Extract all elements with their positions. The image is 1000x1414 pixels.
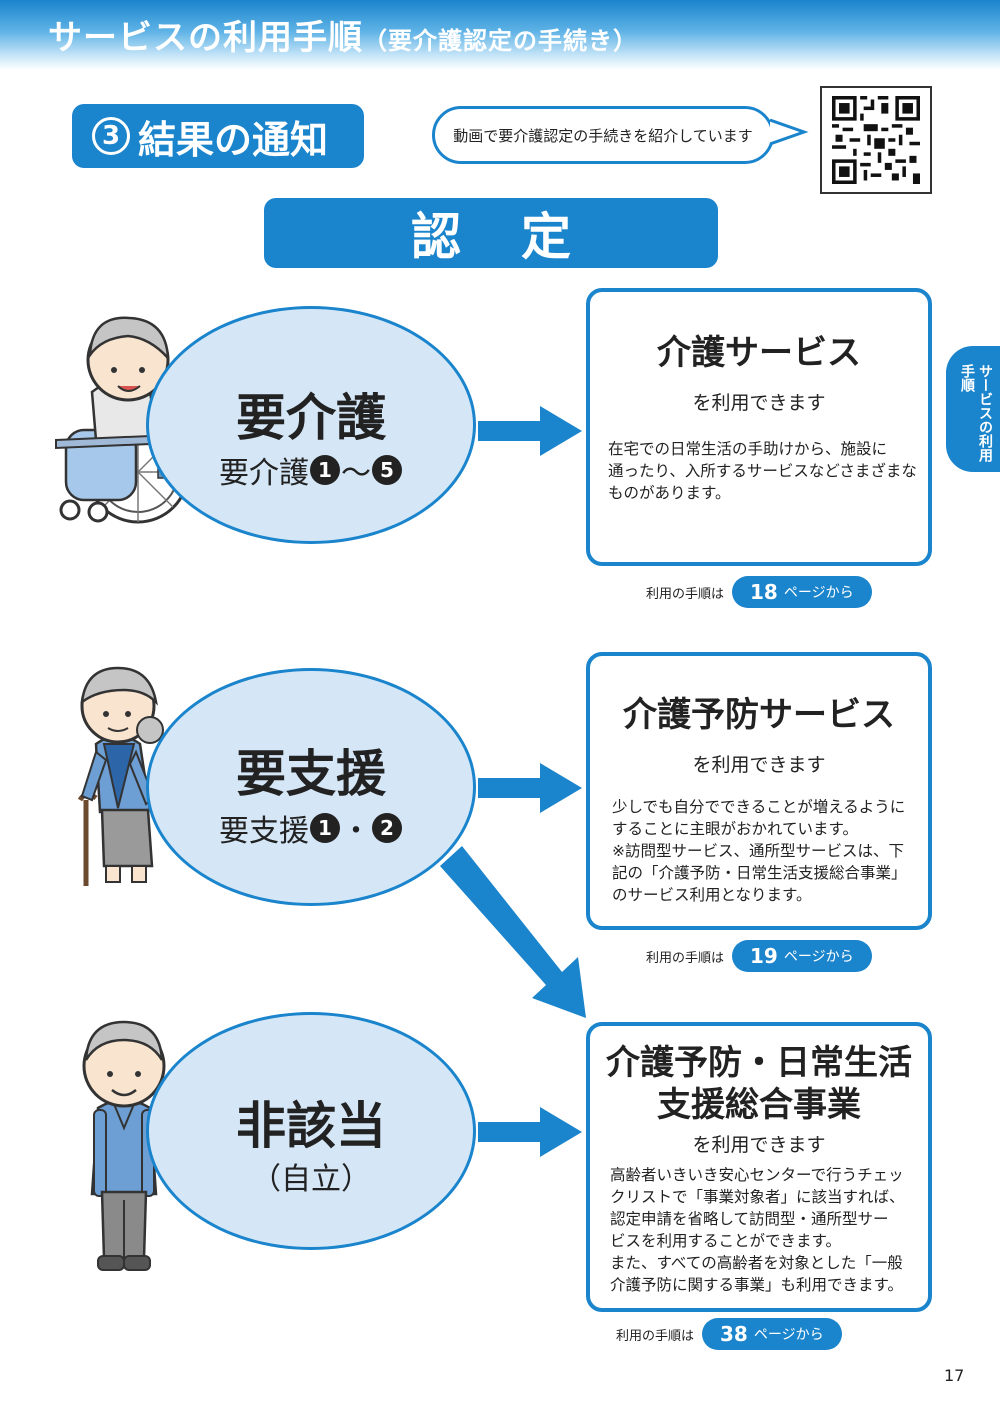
level-youshien-ellipse [146, 668, 476, 906]
video-note-bubble: 動画で要介護認定の手続きを紹介しています [432, 106, 774, 164]
desc-line: することに主眼がおかれています。 [612, 820, 858, 838]
level-youkaigo-title: 要介護 [236, 389, 386, 447]
arrow-youkaigo [478, 406, 582, 456]
arrow-higaitou [478, 1107, 582, 1157]
level-youkaigo-sep: ～ [341, 456, 371, 491]
nintei-banner: 認定 [264, 198, 718, 268]
level-youkaigo-sub: 要介護 1 ～ 5 [146, 450, 476, 491]
level-youkaigo-sub-prefix: 要介護 [219, 456, 309, 491]
page-link-19[interactable]: 19 ページから [732, 940, 872, 972]
bubble-tail [770, 118, 809, 146]
arrow-youshien [478, 763, 582, 813]
illustrations [55, 316, 190, 1271]
service-sougou-title-2: 支援総合事業 [657, 1085, 861, 1125]
level-youshien-sep: ・ [341, 814, 371, 849]
service-box-yobou: 介護予防サービス を利用できます 少しでも自分でできることが増えるように するこ… [586, 652, 932, 930]
level-higaitou-sub: （自立） [251, 1162, 371, 1197]
level-youshien-last-badge: 2 [372, 813, 402, 843]
level-higaitou-ellipse [146, 1012, 476, 1250]
level-youkaigo-ellipse [146, 306, 476, 544]
desc-line: 介護予防に関する事業」も利用できます。 [610, 1276, 903, 1294]
page-link-number: 19 [750, 944, 778, 968]
procedure-label: 利用の手順は [646, 950, 725, 966]
service-sougou-can: を利用できます [692, 1134, 826, 1156]
desc-line: ものがあります。 [608, 484, 731, 502]
side-index-tab[interactable]: サービスの利用手順 [946, 346, 1000, 472]
header-title: サービスの利用手順 [48, 18, 363, 58]
level-youkaigo-last-badge: 5 [372, 455, 402, 485]
step-number: 3 [92, 117, 130, 155]
video-note-text: 動画で要介護認定の手続きを紹介しています [453, 126, 753, 145]
level-youshien-sub-prefix: 要支援 [219, 814, 309, 849]
page-link-suffix: ページから [783, 949, 854, 965]
service-box-sougou: 介護予防・日常生活 支援総合事業 を利用できます 高齢者いきいき安心センターで行… [586, 1022, 932, 1312]
step-label: 結果の通知 [138, 117, 329, 162]
cane-person-icon [77, 666, 164, 886]
qr-code-icon [832, 96, 920, 184]
desc-line: 記の「介護予防・日常生活支援総合事業」 [612, 864, 907, 882]
level-youkaigo-first-badge: 1 [310, 455, 340, 485]
service-yobou-title: 介護予防サービス [623, 695, 895, 735]
desc-line: 認定申請を省略して訪問型・通所型サー [610, 1210, 889, 1228]
side-tab-line1: サービスの [977, 364, 993, 434]
level-higaitou-title: 非該当 [236, 1097, 386, 1155]
service-yobou-can: を利用できます [692, 754, 826, 776]
level-youshien-title: 要支援 [236, 745, 386, 803]
side-tab-line2: 利用手順 [959, 364, 993, 462]
desc-line: また、すべての高齢者を対象とした「一般 [610, 1254, 903, 1272]
step-heading: 3 結果の通知 [72, 104, 364, 168]
level-youshien-sub: 要支援 1 ・ 2 [146, 808, 476, 849]
header-subtitle: （要介護認定の手続き） [363, 27, 638, 55]
level-youshien-first-badge: 1 [310, 813, 340, 843]
page-link-number: 38 [720, 1322, 748, 1346]
nintei-label: 認定 [411, 208, 631, 266]
desc-line: ビスを利用することができます。 [610, 1232, 841, 1250]
desc-line: 少しでも自分でできることが増えるように [612, 798, 906, 816]
qr-code[interactable] [820, 86, 932, 194]
side-tab-label: サービスの利用手順 [954, 364, 994, 464]
service-sougou-desc: 高齢者いきいき安心センターで行うチェッ クリストで「事業対象者」に該当すれば、 … [610, 1164, 905, 1296]
page-link-suffix: ページから [783, 585, 854, 601]
page-link-18[interactable]: 18 ページから [732, 576, 872, 608]
procedure-ref-yobou: 利用の手順は 19 ページから [646, 940, 872, 972]
desc-line: 高齢者いきいき安心センターで行うチェッ [610, 1166, 904, 1184]
page-link-suffix: ページから [753, 1327, 824, 1343]
desc-line: クリストで「事業対象者」に該当すれば、 [610, 1188, 905, 1206]
desc-line: ※訪問型サービス、通所型サービスは、下 [612, 842, 904, 860]
elderly-man-icon [82, 1020, 166, 1271]
desc-line: のサービス利用となります。 [612, 886, 812, 904]
header-band [0, 0, 1000, 70]
page-link-38[interactable]: 38 ページから [702, 1318, 842, 1350]
service-sougou-title-1: 介護予防・日常生活 [606, 1043, 912, 1083]
page-header: サービスの利用手順（要介護認定の手続き） [48, 10, 638, 59]
procedure-label: 利用の手順は [646, 586, 725, 602]
arrow-youshien-to-sougou [440, 846, 586, 1018]
service-kaigo-title: 介護サービス [657, 333, 861, 373]
procedure-ref-kaigo: 利用の手順は 18 ページから [646, 576, 872, 608]
page-link-number: 18 [750, 580, 778, 604]
service-kaigo-can: を利用できます [692, 392, 826, 414]
desc-line: 通ったり、入所するサービスなどさまざまな [608, 462, 917, 480]
desc-line: 在宅での日常生活の手助けから、施設に [608, 440, 888, 458]
procedure-ref-sougou: 利用の手順は 38 ページから [616, 1318, 842, 1350]
service-yobou-desc: 少しでも自分でできることが増えるように することに主眼がおかれています。 ※訪問… [612, 796, 907, 906]
procedure-label: 利用の手順は [616, 1328, 695, 1344]
page-number: 17 [944, 1366, 965, 1385]
service-kaigo-desc: 在宅での日常生活の手助けから、施設に 通ったり、入所するサービスなどさまざまな … [608, 438, 917, 504]
service-box-kaigo: 介護サービス を利用できます 在宅での日常生活の手助けから、施設に 通ったり、入… [586, 288, 932, 566]
